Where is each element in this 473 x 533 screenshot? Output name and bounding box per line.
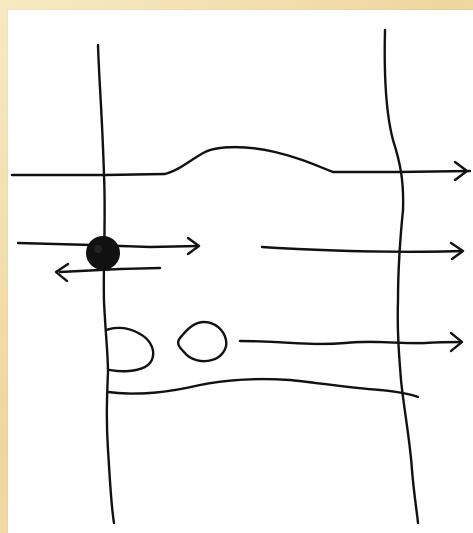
- left-boundary-line: [98, 45, 114, 523]
- middle-right-arrow-line: [262, 247, 462, 252]
- black-dot-icon: [87, 237, 119, 269]
- left-arrow-line: [60, 268, 160, 272]
- small-cell-shape: [178, 322, 226, 361]
- left-side-notch: [106, 328, 153, 371]
- wavy-arrow-line: [240, 341, 462, 344]
- bottom-boundary-line: [108, 379, 418, 397]
- right-boundary-line: [385, 30, 418, 523]
